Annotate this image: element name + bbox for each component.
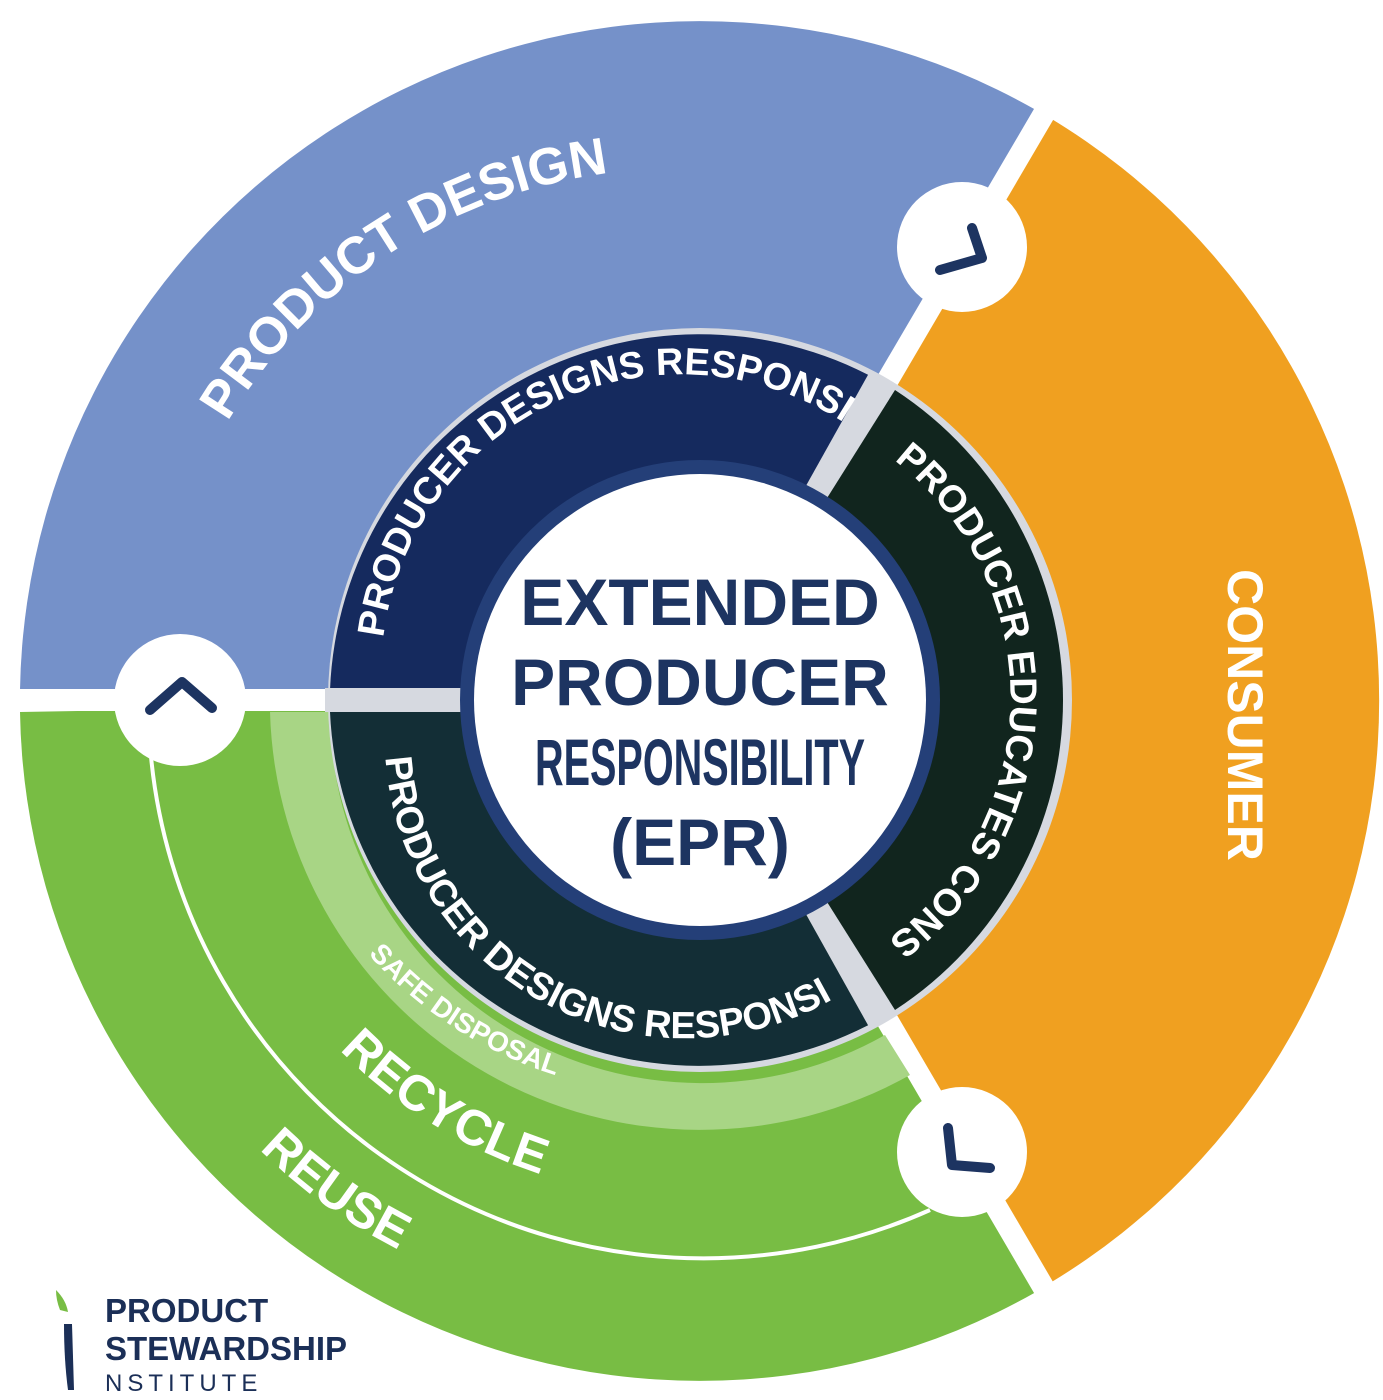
chevron-down-left-icon bbox=[897, 1087, 1027, 1217]
center-circle bbox=[474, 474, 926, 926]
chevron-down-right-icon bbox=[897, 182, 1027, 312]
consumer-label: CONSUMER bbox=[1217, 569, 1273, 861]
chevron-up-icon bbox=[114, 634, 246, 766]
center-line-3: RESPONSIBILITY bbox=[535, 725, 865, 799]
safe-disposal-band bbox=[270, 712, 910, 1130]
center-line-2: PRODUCER bbox=[511, 645, 889, 719]
logo-line-2: STEWARDSHIP bbox=[105, 1330, 348, 1367]
logo-line-3: NSTITUTE bbox=[105, 1370, 263, 1397]
center-line-4: (EPR) bbox=[610, 805, 790, 879]
center-line-1: EXTENDED bbox=[520, 565, 879, 639]
logo-line-1: PRODUCT bbox=[105, 1292, 269, 1329]
product-stewardship-institute-logo: PRODUCT STEWARDSHIP NSTITUTE bbox=[50, 1290, 370, 1400]
logo-leaf-icon bbox=[56, 1290, 74, 1390]
